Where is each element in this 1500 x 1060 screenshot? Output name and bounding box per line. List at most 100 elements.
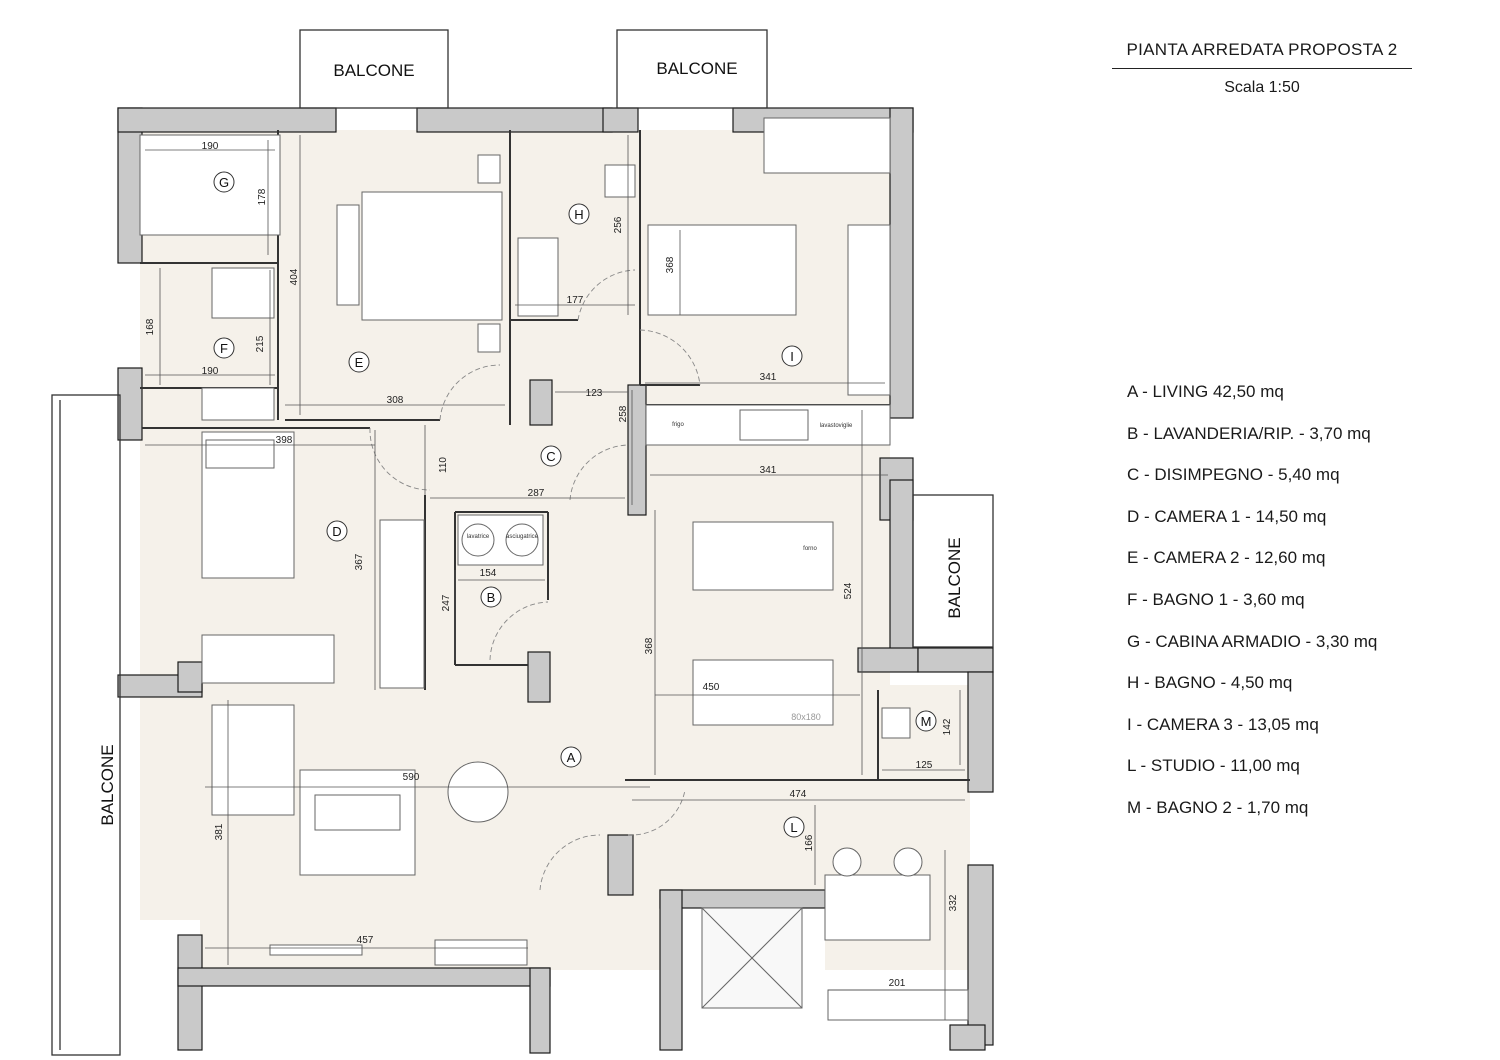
sink-f	[201, 387, 275, 421]
balcony-labels: BALCONE BALCONE BALCONE BALCONE	[98, 59, 964, 826]
dining-table	[692, 659, 834, 726]
legend-item: A - LIVING 42,50 mq	[1127, 382, 1284, 401]
dimension-label: 368	[644, 637, 655, 654]
dimension-label: 110	[438, 457, 449, 473]
dimension-lines	[145, 135, 965, 1020]
legend-item: D - CAMERA 1 - 14,50 mq	[1127, 506, 1327, 526]
dimension-label: 474	[790, 789, 807, 800]
svg-text:D: D	[332, 524, 341, 539]
room-marker-i: I	[781, 345, 803, 367]
balcony-frames	[51, 29, 994, 1056]
balcony-label: BALCONE	[945, 537, 964, 618]
sink-h	[604, 164, 636, 198]
dimension-label: 341	[760, 372, 777, 383]
drawing-title: PIANTA ARREDATA PROPOSTA 2	[1112, 40, 1412, 69]
bench-e	[336, 204, 360, 306]
furniture	[139, 117, 969, 1021]
legend-item: H - BAGNO - 4,50 mq	[1127, 673, 1293, 693]
svg-text:H: H	[574, 207, 583, 222]
shower-f	[211, 267, 275, 319]
dimension-label: 154	[480, 568, 497, 579]
room-marker-g: G	[213, 171, 235, 193]
study-desk	[824, 874, 931, 941]
double-bed-i	[647, 224, 797, 316]
room-marker-f: F	[213, 337, 235, 359]
legend-item: F - BAGNO 1 - 3,60 mq	[1127, 589, 1305, 609]
shelf-l	[827, 989, 969, 1021]
dimension-label: 381	[214, 823, 225, 840]
washer-label: lavatrice	[467, 534, 490, 540]
dimension-label: 332	[948, 894, 959, 911]
radiator	[434, 939, 528, 966]
svg-text:E: E	[355, 355, 364, 370]
dimension-label: 166	[804, 834, 815, 851]
legend-item: B - LAVANDERIA/RIP. - 3,70 mq	[1127, 423, 1371, 443]
room-marker-l: L	[783, 816, 805, 838]
room-markers: A B C D E F G H I L M	[213, 171, 937, 838]
dishwasher-label: lavastoviglie	[820, 423, 853, 429]
dimension-label: 398	[276, 435, 293, 446]
dimension-label: 457	[357, 935, 374, 946]
fridge-label: frigo	[672, 422, 684, 428]
tv-stand	[269, 944, 363, 956]
drawing-scale: Scala 1:50	[1224, 79, 1300, 96]
dimension-label: 256	[613, 216, 624, 233]
svg-text:M: M	[921, 714, 932, 729]
sink-m	[881, 707, 911, 739]
dimension-label: 367	[354, 553, 365, 570]
kitchen-island	[692, 521, 834, 591]
wardrobe-i	[847, 224, 891, 396]
svg-text:I: I	[790, 349, 794, 364]
legend-item: L - STUDIO - 11,00 mq	[1127, 756, 1300, 776]
dimension-label: 215	[255, 335, 266, 352]
dimension-label: 308	[387, 395, 404, 406]
legend-item: M - BAGNO 2 - 1,70 mq	[1127, 797, 1309, 817]
dimension-labels: 190 178 404 168 215 190 308 398 110 287 …	[145, 141, 959, 989]
balcony-label: BALCONE	[333, 61, 414, 80]
oven-label: forno	[803, 546, 817, 552]
room-marker-d: D	[326, 520, 348, 542]
legend-item: I - CAMERA 3 - 13,05 mq	[1127, 714, 1319, 734]
svg-text:G: G	[219, 175, 229, 190]
dimension-label: 404	[289, 268, 300, 285]
title-block: PIANTA ARREDATA PROPOSTA 2 Scala 1:50	[1112, 40, 1412, 97]
dimension-label: 190	[202, 366, 219, 377]
walls	[117, 107, 994, 1054]
legend-item: C - DISIMPEGNO - 5,40 mq	[1127, 465, 1340, 485]
dimension-label: 287	[528, 488, 545, 499]
dimension-label: 247	[441, 594, 452, 611]
room-marker-e: E	[348, 351, 370, 373]
dimension-label: 123	[586, 388, 603, 399]
svg-text:A: A	[567, 750, 576, 765]
table-size-label: 80x180	[791, 712, 821, 722]
dimension-label: 258	[618, 405, 629, 422]
appliance-labels: frigo lavastoviglie lavatrice asciugatri…	[467, 422, 853, 722]
dimension-label: 450	[703, 682, 720, 693]
desk-d	[201, 634, 335, 684]
double-bed-e	[361, 191, 503, 321]
room-marker-c: C	[540, 445, 562, 467]
dimension-label: 341	[760, 465, 777, 476]
room-marker-a: A	[560, 746, 582, 768]
room-marker-b: B	[480, 586, 502, 608]
dimension-label: 368	[665, 256, 676, 273]
dimension-label: 590	[403, 772, 420, 783]
svg-text:B: B	[487, 590, 496, 605]
armchair	[447, 761, 509, 823]
svg-text:L: L	[790, 820, 797, 835]
svg-text:C: C	[546, 449, 555, 464]
shower-h	[517, 237, 559, 317]
door-swings	[369, 269, 701, 891]
legend-item: G - CABINA ARMADIO - 3,30 mq	[1127, 631, 1378, 651]
sofa	[211, 704, 295, 816]
dimension-label: 168	[145, 318, 156, 335]
balcony-label: BALCONE	[656, 59, 737, 78]
wardrobe-d	[379, 519, 425, 689]
balcony-label: BALCONE	[98, 744, 117, 825]
dimension-label: 142	[942, 718, 953, 735]
dimension-label: 524	[843, 582, 854, 599]
dimension-label: 178	[257, 188, 268, 205]
room-legend: A - LIVING 42,50 mq B - LAVANDERIA/RIP. …	[1127, 378, 1377, 836]
room-marker-h: H	[568, 203, 590, 225]
